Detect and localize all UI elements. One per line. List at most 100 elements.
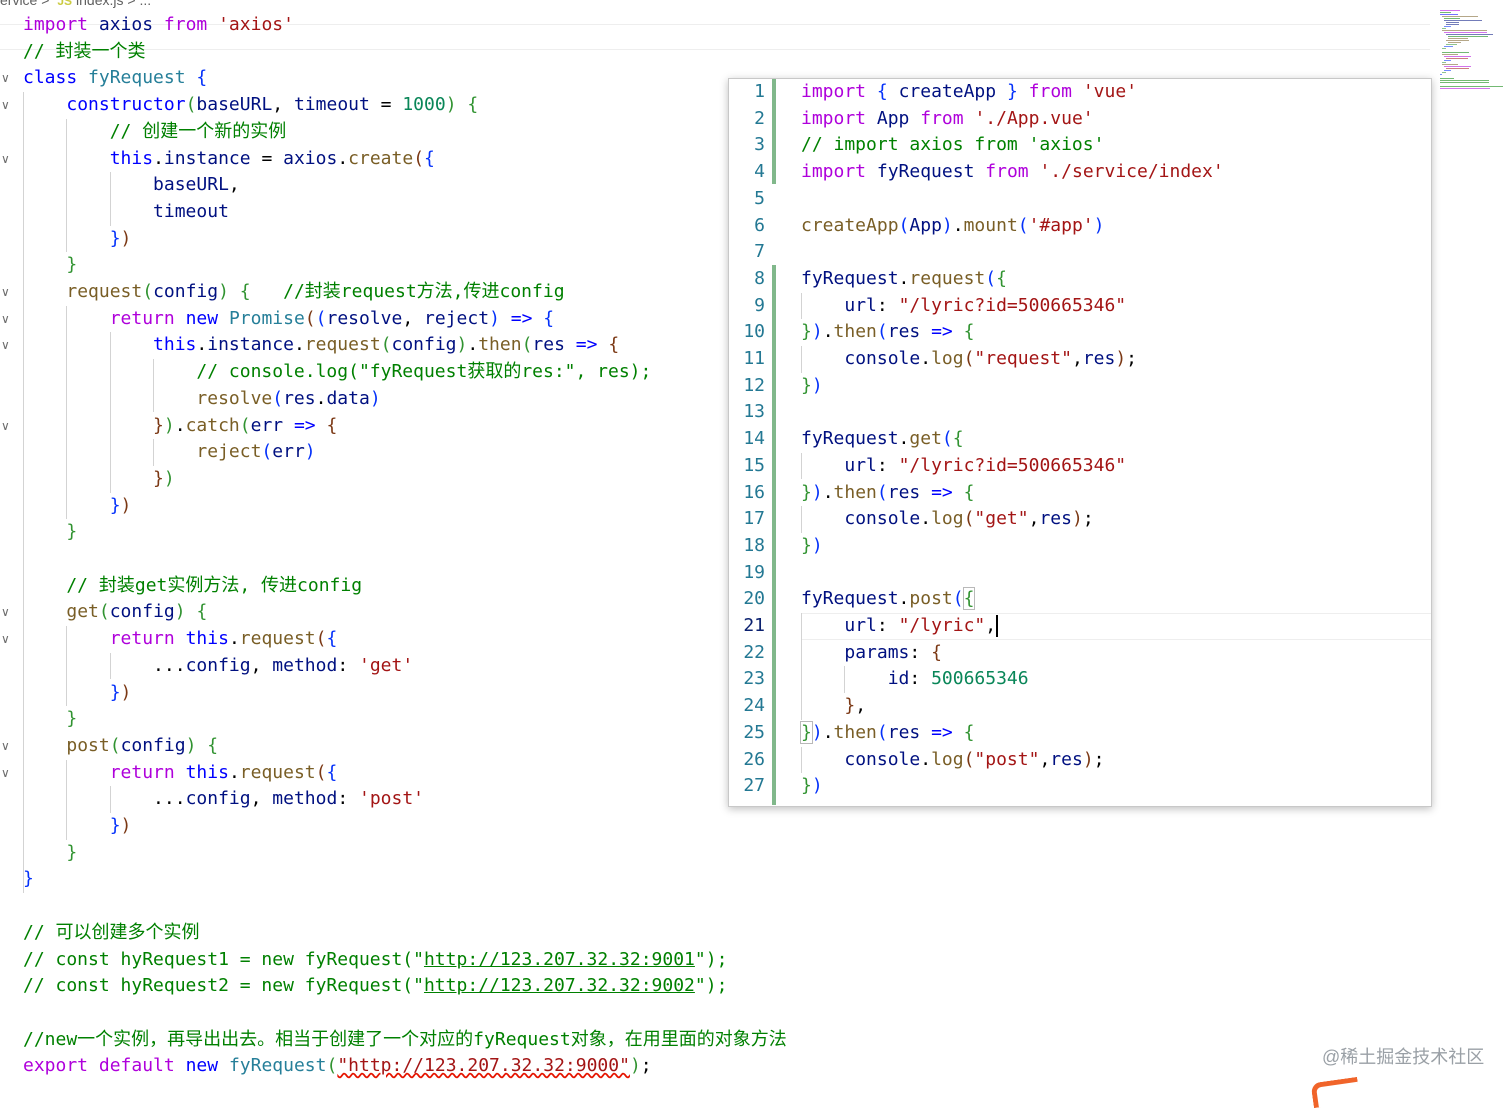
code-token: //new一个实例，再导出出去。相当于创建了一个对应的fyRequest对象，在… (23, 1028, 787, 1050)
fold-chevron-icon[interactable]: ∨ (1, 151, 10, 166)
code-line[interactable]: }, (801, 693, 866, 720)
fold-chevron-icon[interactable]: ∨ (1, 418, 10, 433)
fold-chevron-icon[interactable]: ∨ (1, 98, 10, 113)
code-line[interactable]: return new Promise((resolve, reject) => … (23, 306, 554, 332)
code-line[interactable]: }) (23, 226, 132, 252)
code-line[interactable]: import axios from 'axios' (23, 12, 294, 38)
code-line[interactable]: //new一个实例，再导出出去。相当于创建了一个对应的fyRequest对象，在… (23, 1027, 787, 1053)
code-line[interactable]: }) (801, 373, 823, 400)
code-line[interactable]: }) (801, 773, 823, 800)
code-line[interactable]: createApp(App).mount('#app') (801, 213, 1105, 240)
code-line[interactable]: } (23, 252, 77, 278)
code-line[interactable]: baseURL, (23, 172, 240, 198)
code-line[interactable]: // 封装get实例方法, 传进config (23, 573, 362, 599)
code-token: { (876, 81, 888, 102)
code-line[interactable]: // 创建一个新的实例 (23, 119, 287, 145)
code-line[interactable]: // const hyRequest2 = new fyRequest("htt… (23, 973, 727, 999)
code-line[interactable]: params: { (801, 640, 942, 667)
code-line[interactable]: this.instance.request(config).then(res =… (23, 332, 619, 358)
code-line[interactable]: }).then(res => { (801, 319, 974, 346)
fold-chevron-icon[interactable]: ∨ (1, 71, 10, 86)
code-token: . (898, 588, 910, 610)
breadcrumb-symbol[interactable]: ... (139, 0, 152, 8)
code-token: resolve (326, 307, 403, 329)
code-token: , (985, 615, 997, 636)
code-token: request (239, 761, 316, 783)
code-line[interactable]: request(config) { //封装request方法,传进config (23, 279, 564, 305)
code-token: // const hyRequest2 = new fyRequest(" (23, 975, 424, 997)
code-line[interactable]: url: "/lyric", (801, 613, 999, 640)
code-line[interactable]: }).catch(err => { (23, 413, 337, 439)
fold-chevron-icon[interactable]: ∨ (1, 285, 10, 299)
code-token: 'get' (359, 654, 414, 676)
code-line[interactable]: return this.request({ (23, 626, 338, 652)
code-line[interactable]: }) (23, 493, 132, 519)
code-line[interactable]: }) (801, 533, 823, 560)
code-line[interactable]: fyRequest.get({ (801, 426, 964, 453)
code-line[interactable]: resolve(res.data) (23, 386, 380, 412)
code-line[interactable]: export default new fyRequest("http://123… (23, 1053, 652, 1079)
fold-chevron-icon[interactable]: ∨ (1, 311, 10, 326)
code-token: err (272, 441, 305, 463)
code-line[interactable]: this.instance = axios.create({ (23, 146, 435, 172)
code-token (23, 254, 66, 275)
code-line[interactable]: console.log("get",res); (801, 506, 1093, 533)
code-token (1029, 161, 1040, 182)
breadcrumb-file[interactable]: index.js (76, 0, 124, 8)
code-line[interactable]: } (23, 866, 34, 892)
code-line[interactable]: // import axios from 'axios' (801, 132, 1104, 159)
code-token (920, 321, 931, 342)
fold-chevron-icon[interactable]: ∨ (1, 738, 10, 753)
code-line[interactable]: } (23, 840, 77, 866)
code-line[interactable]: timeout (23, 199, 229, 225)
code-line[interactable]: import App from './App.vue' (801, 106, 1094, 133)
code-line[interactable]: url: "/lyric?id=500665346" (801, 293, 1126, 320)
fold-chevron-icon[interactable]: ∨ (1, 605, 10, 620)
code-line[interactable]: fyRequest.post({ (801, 586, 976, 613)
code-line[interactable]: }).then(res => { (801, 480, 974, 507)
line-number: 2 (754, 107, 765, 129)
fold-chevron-icon[interactable]: ∨ (1, 338, 10, 353)
code-line[interactable]: reject(err) (23, 439, 315, 465)
code-line[interactable]: }) (23, 813, 132, 839)
code-line[interactable]: } (23, 519, 77, 545)
code-line[interactable]: // 可以创建多个实例 (23, 920, 200, 946)
code-line[interactable]: console.log("post",res); (801, 747, 1104, 774)
code-line[interactable]: import fyRequest from './service/index' (801, 159, 1224, 186)
fold-chevron-icon[interactable]: ∨ (1, 632, 10, 647)
code-line[interactable]: }) (23, 466, 175, 492)
code-line[interactable]: ...config, method: 'get' (23, 653, 413, 679)
code-line[interactable]: constructor(baseURL, timeout = 1000) { (23, 92, 478, 118)
code-token: } (109, 815, 121, 836)
code-token: , (250, 788, 273, 810)
code-line[interactable]: console.log("request",res); (801, 346, 1137, 373)
code-line[interactable]: } (23, 706, 77, 732)
code-line[interactable]: post(config) { (23, 733, 218, 759)
code-token (218, 308, 229, 329)
code-line[interactable]: }) (23, 680, 132, 706)
minimap-line (1442, 48, 1446, 49)
code-line[interactable]: url: "/lyric?id=500665346" (801, 453, 1126, 480)
minimap[interactable] (1438, 10, 1512, 90)
code-line[interactable]: id: 500665346 (801, 666, 1029, 693)
code-line[interactable]: ...config, method: 'post' (23, 786, 424, 812)
code-token: "http://123.207.32.32:9000" (337, 1055, 630, 1077)
code-line[interactable]: // const hyRequest1 = new fyRequest("htt… (23, 947, 727, 973)
code-line[interactable]: fyRequest.request({ (801, 266, 1007, 293)
code-line[interactable]: // console.log("fyRequest获取的res:", res); (23, 359, 651, 385)
code-token (218, 1055, 229, 1076)
code-line[interactable]: // 封装一个类 (23, 39, 146, 65)
code-token (283, 415, 294, 436)
code-line[interactable]: class fyRequest { (23, 65, 207, 91)
minimap-line (1440, 10, 1460, 11)
line-number: 18 (743, 534, 765, 556)
code-token: ( (315, 628, 327, 650)
code-line[interactable]: import { createApp } from 'vue' (801, 79, 1137, 106)
code-line[interactable]: get(config) { (23, 599, 207, 625)
code-line[interactable]: return this.request({ (23, 760, 338, 786)
code-line[interactable]: }).then(res => { (800, 720, 974, 747)
breadcrumb-folder[interactable]: ervice (0, 0, 38, 8)
fold-chevron-icon[interactable]: ∨ (1, 765, 10, 780)
